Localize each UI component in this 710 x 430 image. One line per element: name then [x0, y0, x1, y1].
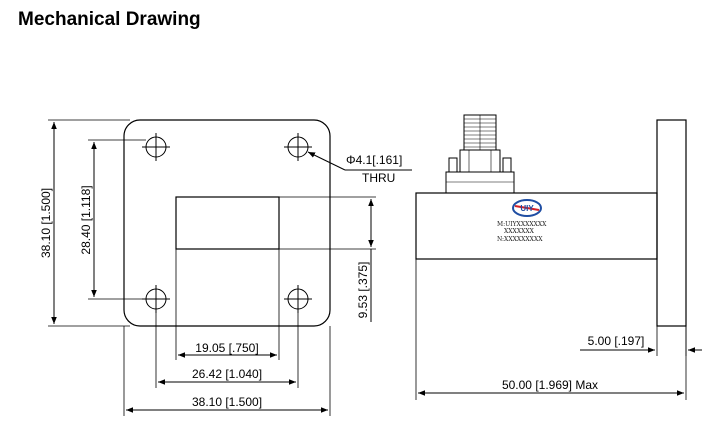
label-height-holes: 28.40 [1.118]	[79, 185, 93, 254]
dim-overall-length	[415, 259, 687, 400]
label-height-outer: 38.10 [1.500]	[39, 188, 53, 258]
mounting-hole-top-right	[284, 133, 312, 161]
label-serial: N:XXXXXXXXX	[497, 236, 543, 243]
logo-icon	[512, 199, 542, 217]
dim-height-holes	[88, 139, 146, 300]
mounting-hole-top-left	[142, 133, 170, 161]
label-width-outer: 38.10 [1.500]	[192, 395, 262, 409]
label-width-aperture: 19.05 [.750]	[195, 341, 258, 355]
label-hole-callout-note: THRU	[362, 171, 395, 185]
hole-callout-leader	[307, 151, 412, 171]
dim-width-holes	[155, 309, 299, 388]
flange-outline	[123, 119, 331, 327]
label-model: M:UIYXXXXXXX	[497, 221, 547, 228]
label-overall-length: 50.00 [1.969] Max	[502, 378, 598, 392]
label-flange-thickness: 5.00 [.197]	[588, 334, 645, 348]
side-flange	[656, 119, 687, 327]
side-view	[415, 114, 702, 400]
dim-width-outer	[123, 326, 331, 416]
label-width-holes: 26.42 [1.040]	[192, 367, 262, 381]
mounting-hole-bottom-left	[142, 285, 170, 313]
dim-width-aperture	[175, 249, 280, 360]
label-line2: XXXXXXX	[504, 228, 535, 235]
mounting-hole-bottom-right	[284, 285, 312, 313]
sma-connector	[445, 114, 515, 194]
logo-text: UIY	[520, 204, 534, 213]
dim-offset-vertical	[279, 196, 376, 322]
dim-height-outer	[48, 119, 130, 327]
waveguide-aperture	[175, 196, 280, 250]
front-view	[48, 119, 412, 416]
label-offset-vertical: 9.53 [.375]	[356, 262, 370, 319]
product-label	[512, 199, 542, 217]
label-hole-callout: Φ4.1[.161]	[346, 153, 402, 167]
page-title: Mechanical Drawing	[18, 9, 201, 30]
